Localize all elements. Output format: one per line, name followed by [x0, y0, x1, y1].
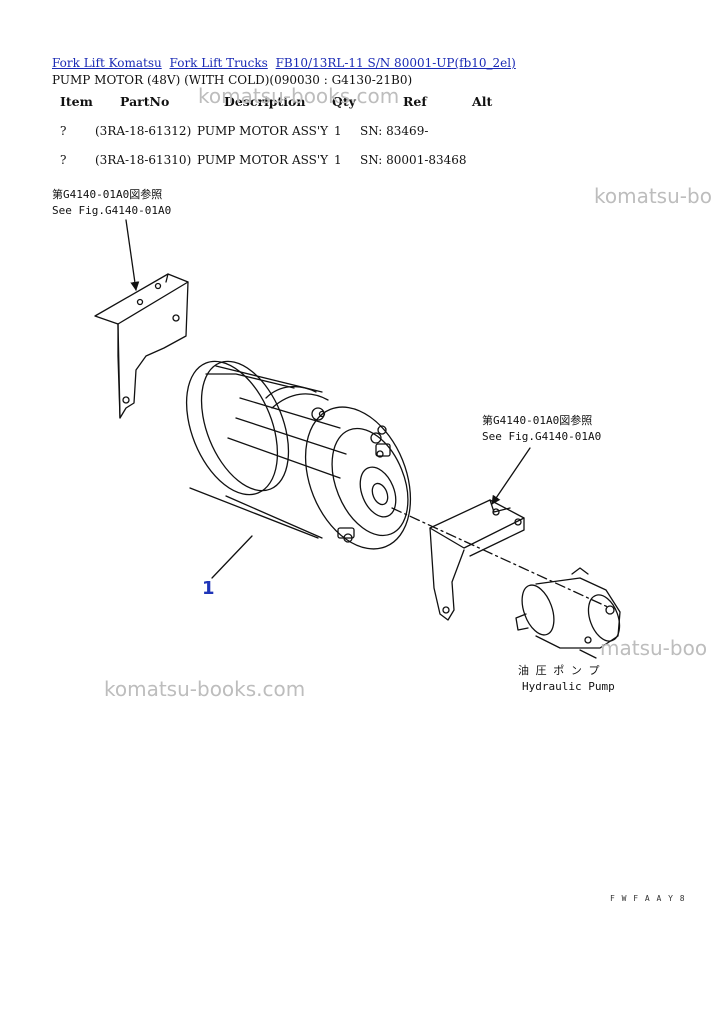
cell-partno: (3RA-18-61312) [95, 124, 192, 138]
header-description: Description [224, 94, 306, 109]
cell-description: PUMP MOTOR ASS'Y [197, 124, 329, 138]
header-ref: Ref [403, 94, 427, 109]
cell-item: ? [60, 124, 67, 138]
cell-ref: SN: 83469- [360, 124, 429, 138]
pump-label-en: Hydraulic Pump [522, 680, 615, 693]
watermark-right: komatsu-bo [594, 184, 712, 208]
cell-description: PUMP MOTOR ASS'Y [197, 153, 329, 167]
ref-label-top-en: See Fig.G4140-01A0 [52, 204, 171, 217]
watermark-top: komatsu-books.com [198, 84, 400, 108]
item-callout-1: 1 [202, 578, 215, 599]
breadcrumb-link-category[interactable]: Fork Lift Trucks [169, 56, 268, 70]
cell-partno: (3RA-18-61310) [95, 153, 192, 167]
header-partno: PartNo [120, 94, 170, 109]
cell-qty: 1 [334, 124, 342, 138]
cell-qty: 1 [334, 153, 342, 167]
leader-arrow-right [491, 447, 531, 505]
breadcrumb-link-model[interactable]: FB10/13RL-11 S/N 80001-UP(fb10_2el) [275, 56, 516, 70]
pump-label-jp: 油 圧 ポ ン プ [518, 663, 600, 677]
page-title: PUMP MOTOR (48V) (WITH COLD)(090030 : G4… [52, 73, 413, 87]
watermark-right-lower: matsu-boo [600, 636, 708, 660]
hydraulic-pump [515, 567, 621, 659]
header-item: Item [60, 94, 93, 109]
parts-diagram: 第G4140-01A0図参照 See Fig.G4140-01A0 [52, 187, 621, 693]
ref-label-top-jp: 第G4140-01A0図参照 [52, 187, 162, 201]
drawing-code: F W F A A Y 8 [610, 894, 686, 903]
pump-motor-assembly [185, 360, 412, 550]
breadcrumb: Fork Lift Komatsu Fork Lift Trucks FB10/… [52, 56, 520, 70]
bracket-left [94, 273, 189, 419]
header-qty: Qty [332, 94, 356, 109]
cell-ref: SN: 80001-83468 [360, 153, 467, 167]
leader-arrow-top [125, 219, 140, 291]
cell-item: ? [60, 153, 67, 167]
bracket-right [429, 499, 525, 621]
watermark-bottom: komatsu-books.com [104, 677, 306, 701]
callout-leader [211, 535, 253, 579]
ref-label-right-jp: 第G4140-01A0図参照 [482, 413, 592, 427]
header-alt: Alt [472, 94, 493, 109]
centerline-axis [391, 507, 611, 609]
breadcrumb-link-brand[interactable]: Fork Lift Komatsu [52, 56, 162, 70]
ref-label-right-en: See Fig.G4140-01A0 [482, 430, 601, 443]
